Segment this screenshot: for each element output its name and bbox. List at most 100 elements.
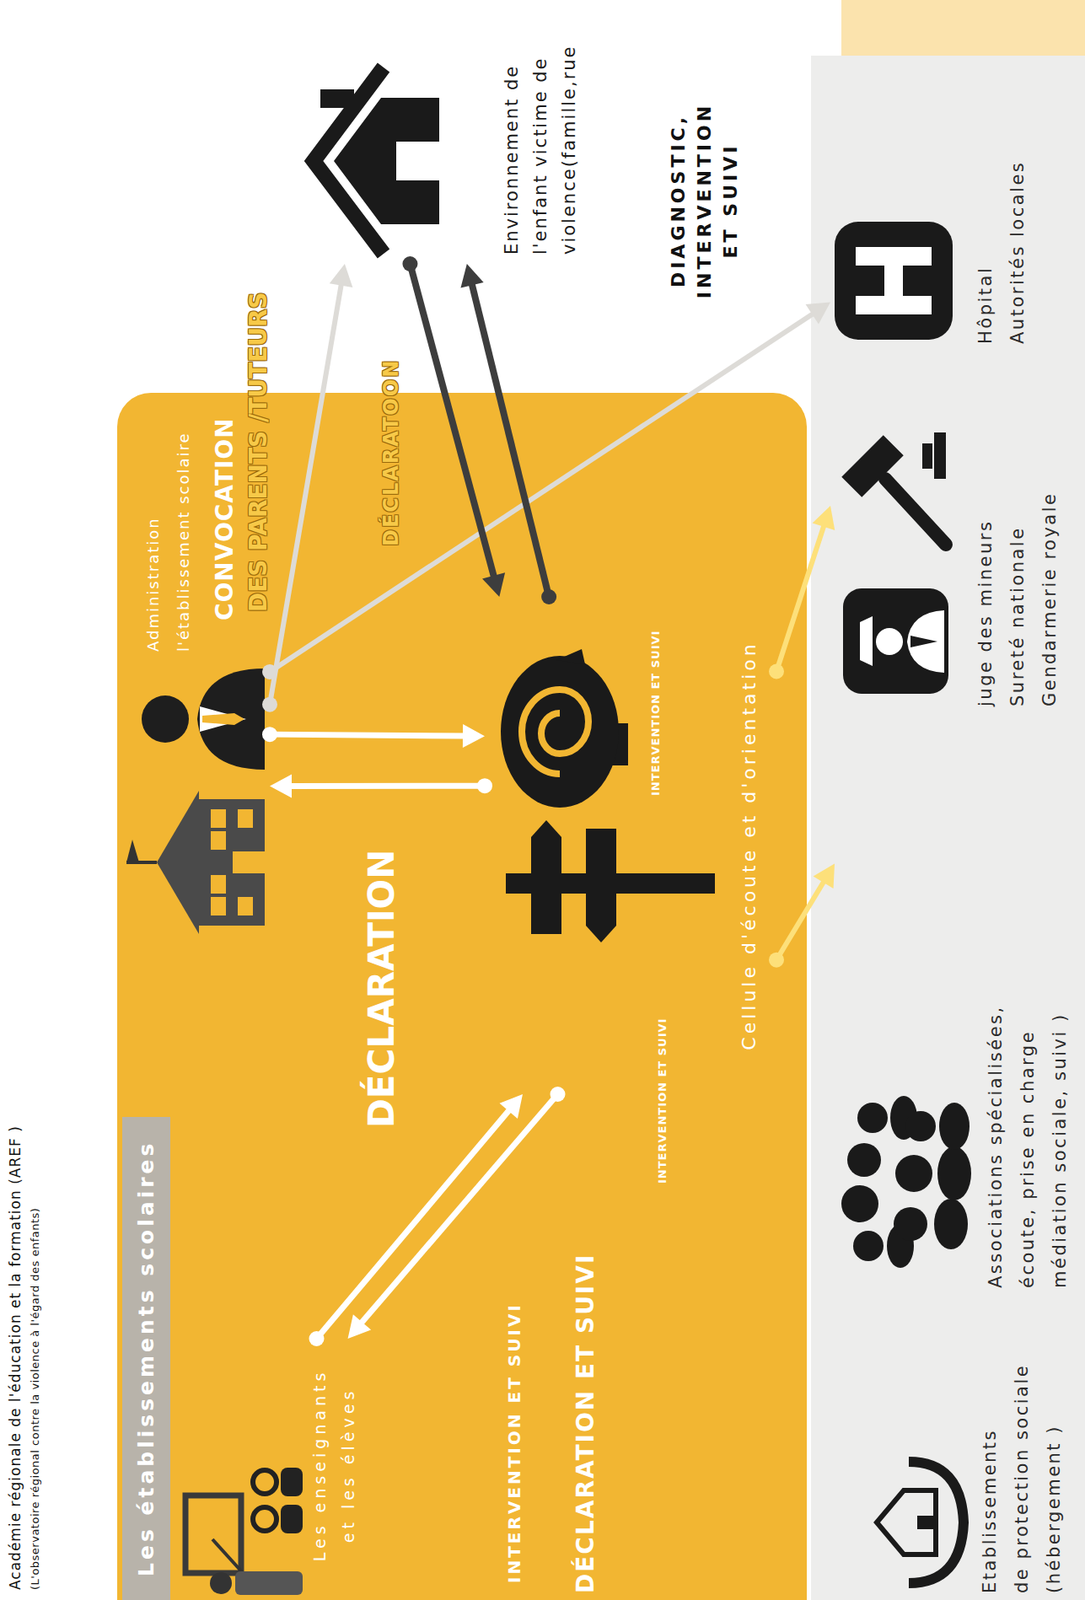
arrow-head [499,1094,523,1119]
connector-dot [309,1331,325,1347]
home-icon-part [333,97,440,225]
teacher-icon-part [235,1571,303,1596]
associations-icon-part [847,1143,881,1177]
social-protection-icon-part [917,1515,936,1530]
arrow-head [269,773,292,798]
connector-dot [262,726,278,742]
school-admin-icon-part [141,695,189,743]
flow-label: INTERVENTION ET SUIVI [504,1302,525,1584]
box-text: Les enseignants et les élèves [305,1359,363,1571]
teacher-icon-part [209,1572,232,1595]
flow-label: DES PARENTS /TUTEURS [244,291,273,613]
listening-cell-icon-part [500,655,619,808]
grounds [117,0,1085,1600]
connector-line [776,524,825,672]
arrow-head [348,1314,372,1339]
justice-police-icon-part [907,610,945,673]
school-admin-icon-part [210,897,226,916]
justice-police-icon-part [922,443,933,469]
connector [768,505,835,680]
arrow-head [812,505,836,531]
partner-box: Associations spécialisées, écoute, prise… [834,841,1076,1289]
region-heading: Les établissements scolaires [122,1117,171,1600]
connector-line [471,282,549,597]
connector-dot [768,664,785,680]
connector [262,724,485,748]
connector-line [269,312,815,672]
associations-icon-part [937,1146,972,1201]
hospital-icon [834,221,953,340]
associations-icon-part [939,1102,970,1150]
diagram-title: Académie régionale de l'éducation et la … [6,1125,24,1590]
listening-cell-icon [500,649,715,943]
teachers-box: Les enseignants et les élèves [178,1338,363,1592]
teacher-icon-part [252,1507,277,1531]
justice-police-icon-part [859,616,873,667]
flow-label: DÉCLARATION [360,849,403,1128]
flow-label: DÉCLARATION ET SUIVI [571,1253,600,1594]
associations-icon-part [895,1154,933,1193]
associations-icon-part [905,1111,936,1142]
school-admin-icon-part [232,851,265,874]
school-admin-icon-part [210,809,226,828]
box-text: de protection sociale (hébergement ) [1005,1315,1070,1594]
social-protection-icon [876,1461,964,1584]
connector-dot [477,778,493,794]
connector-dot [541,589,557,605]
flow-label: CONVOCATION [210,417,239,621]
arrow-head [329,263,354,288]
teacher-icon-part [280,1504,303,1534]
justice-police-icon-part [843,588,949,694]
teacher-icon-part [212,1539,245,1575]
social-protection-icon-part [876,1490,936,1555]
school-admin-icon-part [199,706,247,732]
teacher-icon [185,1467,303,1596]
associations-icon-part [893,1207,928,1241]
justice-police-icon-part [875,628,903,656]
hospital-icon-part [834,221,953,340]
connector-line [360,1094,559,1325]
justice-police-icon-part [910,635,938,648]
edge-label: DÉCLARATOON [379,359,403,547]
arrow-head [805,302,831,325]
arrow-head [460,263,484,289]
arrow-head [813,864,835,889]
grounds-part [841,0,1085,56]
partner-box: juge des mineurs Sureté nationale Gendar… [830,419,1066,707]
connector-line [269,283,342,705]
listening-cell-box: Cellule d'écoute et d'orientation [484,596,777,1095]
connector [269,773,493,798]
home-icon [313,67,440,254]
box-text: Etablissements [973,1315,1006,1594]
connector [402,256,505,597]
connector [768,864,835,968]
school-admin-icon-part [210,831,226,850]
edge-label: INTERVENTION ET SUIVI [655,1018,669,1184]
teacher-icon-part [252,1470,277,1494]
school-admin-icon-part [126,839,140,863]
listening-cell-icon-part [556,649,586,665]
school-admin-icon-part [197,668,265,770]
school-admin-icon-part [202,713,245,726]
listening-cell-icon-part [521,689,589,774]
edge-label: DIAGNOSTIC, INTERVENTION ET SUIVI [666,82,744,319]
box-text: Cellule d'écoute et d'orientation [734,596,765,1095]
connector [460,263,557,605]
connector-line [316,1109,511,1339]
grounds-part [117,392,807,1600]
connector-dot [262,697,278,713]
connector-line [289,783,485,790]
social-protection-icon-part [908,1461,964,1584]
connector-line [269,734,466,736]
associations-icon-part [934,1198,968,1250]
justice-police-icon [841,432,949,694]
arrow-head [462,724,485,748]
justice-police-icon-part [934,432,946,479]
box-text: Environnement de l'enfant victime de vio… [497,10,584,255]
grounds-part [811,55,1085,1600]
box-text: Administration l'établissement scolaire [138,398,199,652]
box-text: Autorités locales [1001,65,1034,344]
edge-label: INTERVENTION ET SUIVI [649,630,662,796]
